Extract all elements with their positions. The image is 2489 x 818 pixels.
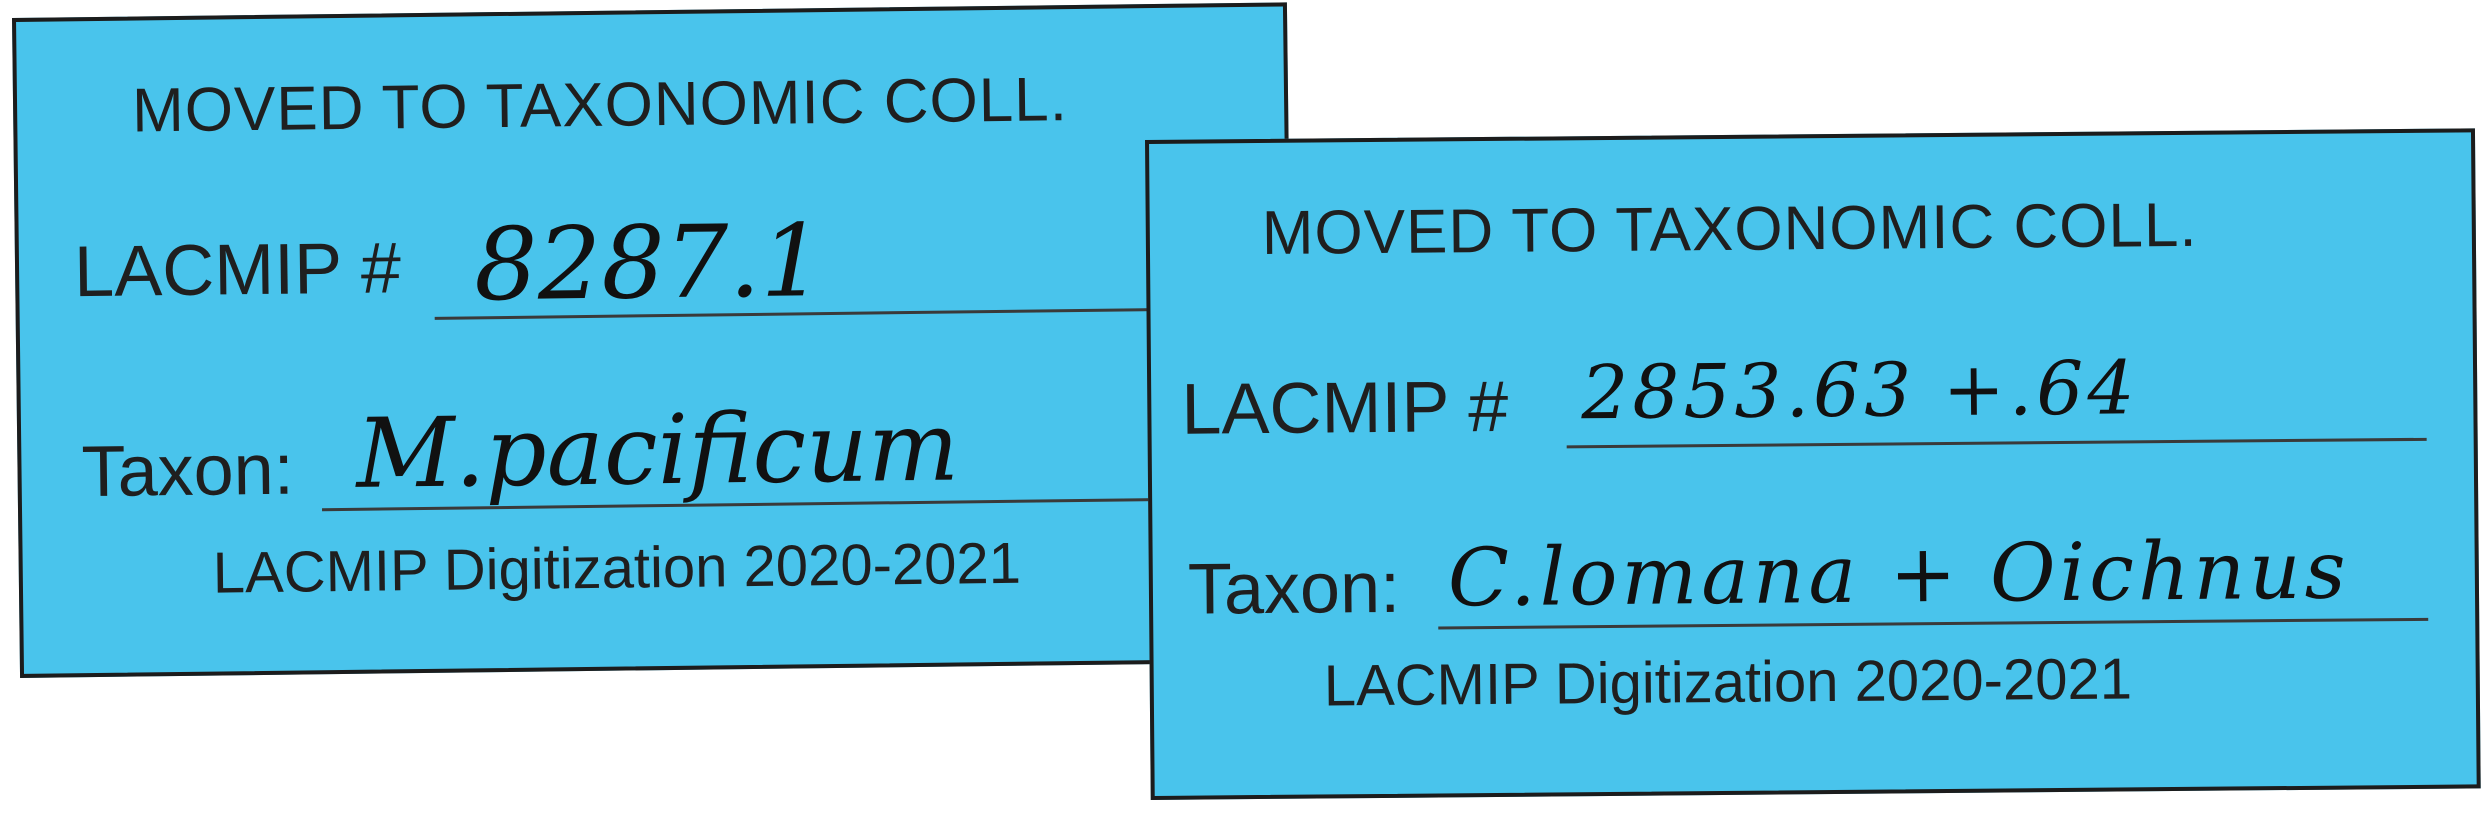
card-footer: LACMIP Digitization 2020-2021	[212, 530, 1022, 606]
specimen-label-card-left: MOVED TO TAXONOMIC COLL. LACMIP # 8287.1…	[12, 2, 1295, 678]
specimen-label-card-right: MOVED TO TAXONOMIC COLL. LACMIP # 2853.6…	[1145, 128, 2481, 800]
taxon-value: M.pacificum	[355, 390, 960, 510]
catalog-number-underline	[1566, 437, 2427, 449]
card-footer: LACMIP Digitization 2020-2021	[1323, 646, 2133, 719]
taxon-value: C.lomana + Oichnus	[1447, 523, 2351, 625]
catalog-number-value: 8287.1	[473, 202, 825, 324]
taxon-label: Taxon:	[81, 429, 295, 513]
catalog-number-label: LACMIP #	[73, 228, 402, 313]
catalog-number-label: LACMIP #	[1181, 366, 1509, 450]
card-heading: MOVED TO TAXONOMIC COLL.	[131, 65, 1069, 146]
card-heading: MOVED TO TAXONOMIC COLL.	[1261, 190, 2198, 268]
taxon-label: Taxon:	[1187, 547, 1401, 630]
catalog-number-value: 2853.63 +.64	[1580, 345, 2139, 437]
